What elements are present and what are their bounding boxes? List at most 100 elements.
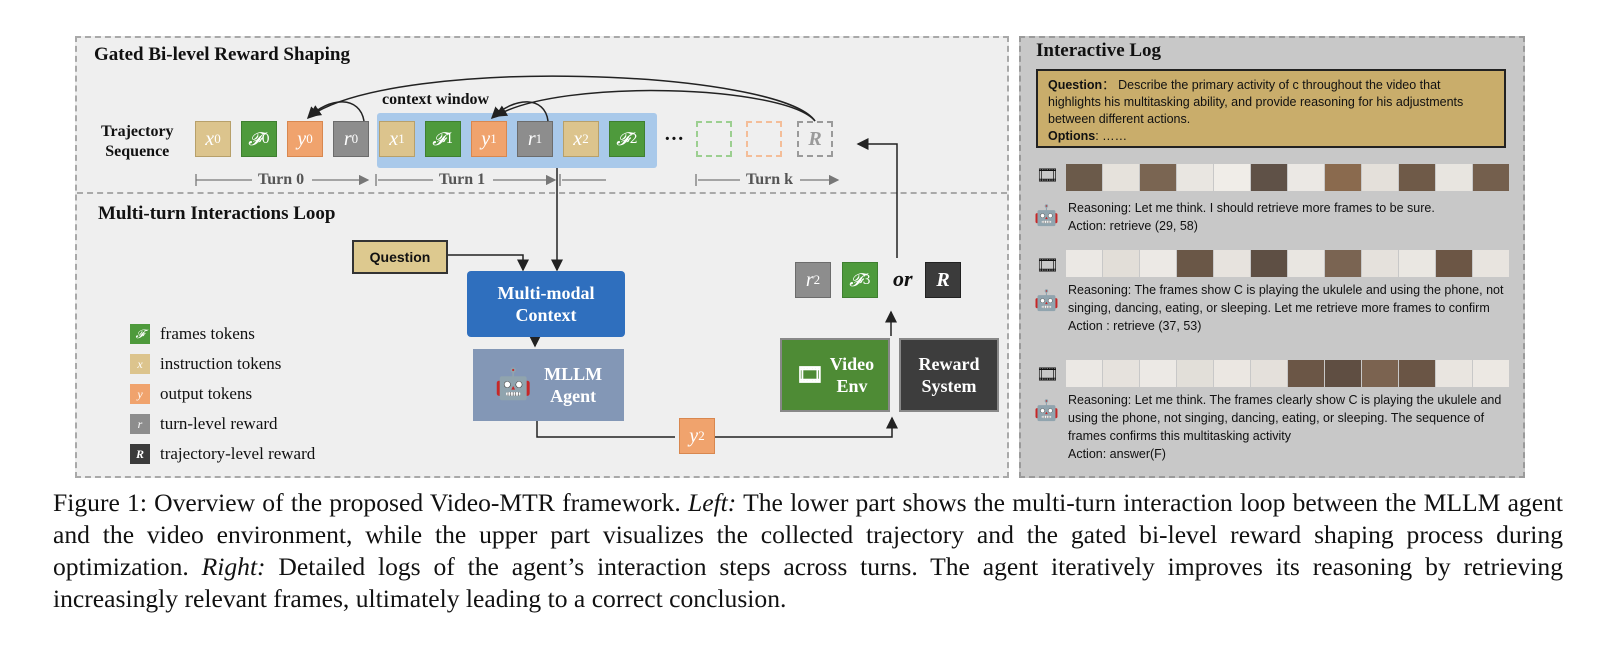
caption-middle: The lower part shows the multi-turn inte… — [53, 488, 1563, 581]
question-text: ： Describe the primary activity of c thr… — [1048, 78, 1464, 126]
legend-swatch-instruction: x — [130, 354, 150, 374]
robot-icon: 🤖 — [1034, 205, 1059, 227]
turn-label-1: Turn 1 — [439, 171, 486, 188]
legend-item-turn-reward: r turn-level reward — [130, 409, 315, 439]
frame-thumb — [1140, 164, 1177, 191]
frame-thumb — [1399, 360, 1436, 387]
frame-thumb — [1103, 250, 1140, 277]
frame-thumb — [1177, 360, 1214, 387]
frame-thumb — [1214, 164, 1251, 191]
turn-label-k: Turn k — [746, 171, 793, 188]
robot-icon: 🤖 — [1034, 400, 1059, 422]
caption-suffix: Detailed logs of the agent’s interaction… — [53, 552, 1563, 613]
token-ghost-reward-R: R — [797, 121, 833, 157]
token-ghost-output — [746, 121, 782, 157]
frame-thumb — [1399, 250, 1436, 277]
log-step-2: Reasoning: The frames show C is playing … — [1068, 281, 1504, 335]
legend-swatch-turn-reward: r — [130, 414, 150, 434]
question-box: Question — [352, 240, 448, 274]
frame-thumb — [1325, 250, 1362, 277]
frame-thumb — [1288, 360, 1325, 387]
frame-thumb — [1103, 360, 1140, 387]
frame-thumb — [1362, 250, 1399, 277]
legend-swatch-output: y — [130, 384, 150, 404]
trajectory-sequence-label: Trajectory Sequence — [101, 122, 174, 162]
diagram-arrows — [195, 75, 898, 438]
frame-thumb — [1066, 250, 1103, 277]
log-reasoning-3: Reasoning: Let me think. The frames clea… — [1068, 393, 1502, 443]
legend-swatch-frames: 𝓕 — [130, 324, 150, 344]
frame-thumb — [1288, 250, 1325, 277]
interaction-loop-title: Multi-turn Interactions Loop — [98, 203, 336, 224]
legend-item-frames: 𝓕 frames tokens — [130, 319, 315, 349]
legend-item-output: y output tokens — [130, 379, 315, 409]
frame-thumb — [1325, 164, 1362, 191]
frame-thumb — [1436, 250, 1473, 277]
turn-label-0: Turn 0 — [258, 171, 305, 188]
film-strip-icon: 🎞 — [1036, 165, 1059, 185]
frame-thumb — [1251, 250, 1288, 277]
legend-label-trajectory-reward: trajectory-level reward — [160, 444, 316, 463]
log-action-2: Action : retrieve (37, 53) — [1068, 319, 1202, 333]
legend-label-instruction: instruction tokens — [160, 354, 282, 373]
video-env-line2: Env — [836, 376, 868, 396]
frame-thumb — [1473, 250, 1510, 277]
agent-line2: Agent — [550, 386, 597, 406]
log-step-3: Reasoning: Let me think. The frames clea… — [1068, 391, 1504, 463]
caption-left-label: Left: — [687, 488, 737, 517]
panel-divider — [77, 192, 1007, 194]
legend: 𝓕 frames tokens x instruction tokens y o… — [130, 319, 315, 469]
mm-context-line2: Context — [515, 305, 577, 325]
robot-icon: 🤖 — [1034, 290, 1059, 312]
reward-system-box: Reward System — [899, 338, 999, 412]
frame-thumb — [1325, 360, 1362, 387]
frame-strip-1 — [1066, 164, 1510, 191]
frame-thumb — [1436, 360, 1473, 387]
mllm-agent-box: 🤖 MLLM Agent — [473, 349, 624, 421]
frame-thumb — [1066, 164, 1103, 191]
agent-line1: MLLM — [544, 364, 603, 384]
log-step-1: Reasoning: Let me think. I should retrie… — [1068, 199, 1504, 235]
reward-shaping-title: Gated Bi-level Reward Shaping — [94, 44, 350, 65]
frame-thumb — [1362, 164, 1399, 191]
log-action-3: Action: answer(F) — [1068, 447, 1166, 461]
frame-thumb — [1214, 250, 1251, 277]
log-action-1: Action: retrieve (29, 58) — [1068, 219, 1198, 233]
frame-thumb — [1140, 250, 1177, 277]
frame-thumb — [1140, 360, 1177, 387]
question-prefix: Question — [1048, 78, 1103, 92]
frame-thumb — [1103, 164, 1140, 191]
trajectory-label-line1: Trajectory — [101, 123, 174, 140]
film-icon: 🎞 — [795, 362, 824, 387]
robot-icon: 🤖 — [494, 368, 533, 401]
frame-strip-2 — [1066, 250, 1510, 277]
log-reasoning-1: Reasoning: Let me think. I should retrie… — [1068, 201, 1435, 215]
film-strip-icon: 🎞 — [1036, 255, 1059, 275]
reward-line2: System — [921, 376, 977, 396]
token-ghost-frames — [696, 121, 732, 157]
frame-thumb — [1473, 360, 1510, 387]
legend-item-trajectory-reward: R trajectory-level reward — [130, 439, 315, 469]
video-env-line1: Video — [829, 354, 875, 374]
video-env-box: 🎞 Video Env — [780, 338, 890, 412]
multimodal-context-box: Multi-modal Context — [467, 271, 625, 337]
frame-thumb — [1251, 164, 1288, 191]
legend-label-frames: frames tokens — [160, 324, 255, 343]
token-R: R — [925, 262, 961, 298]
frame-thumb — [1399, 164, 1436, 191]
frame-thumb — [1251, 360, 1288, 387]
caption-right-label: Right: — [201, 552, 266, 581]
frame-thumb — [1214, 360, 1251, 387]
or-text: or — [893, 266, 913, 291]
